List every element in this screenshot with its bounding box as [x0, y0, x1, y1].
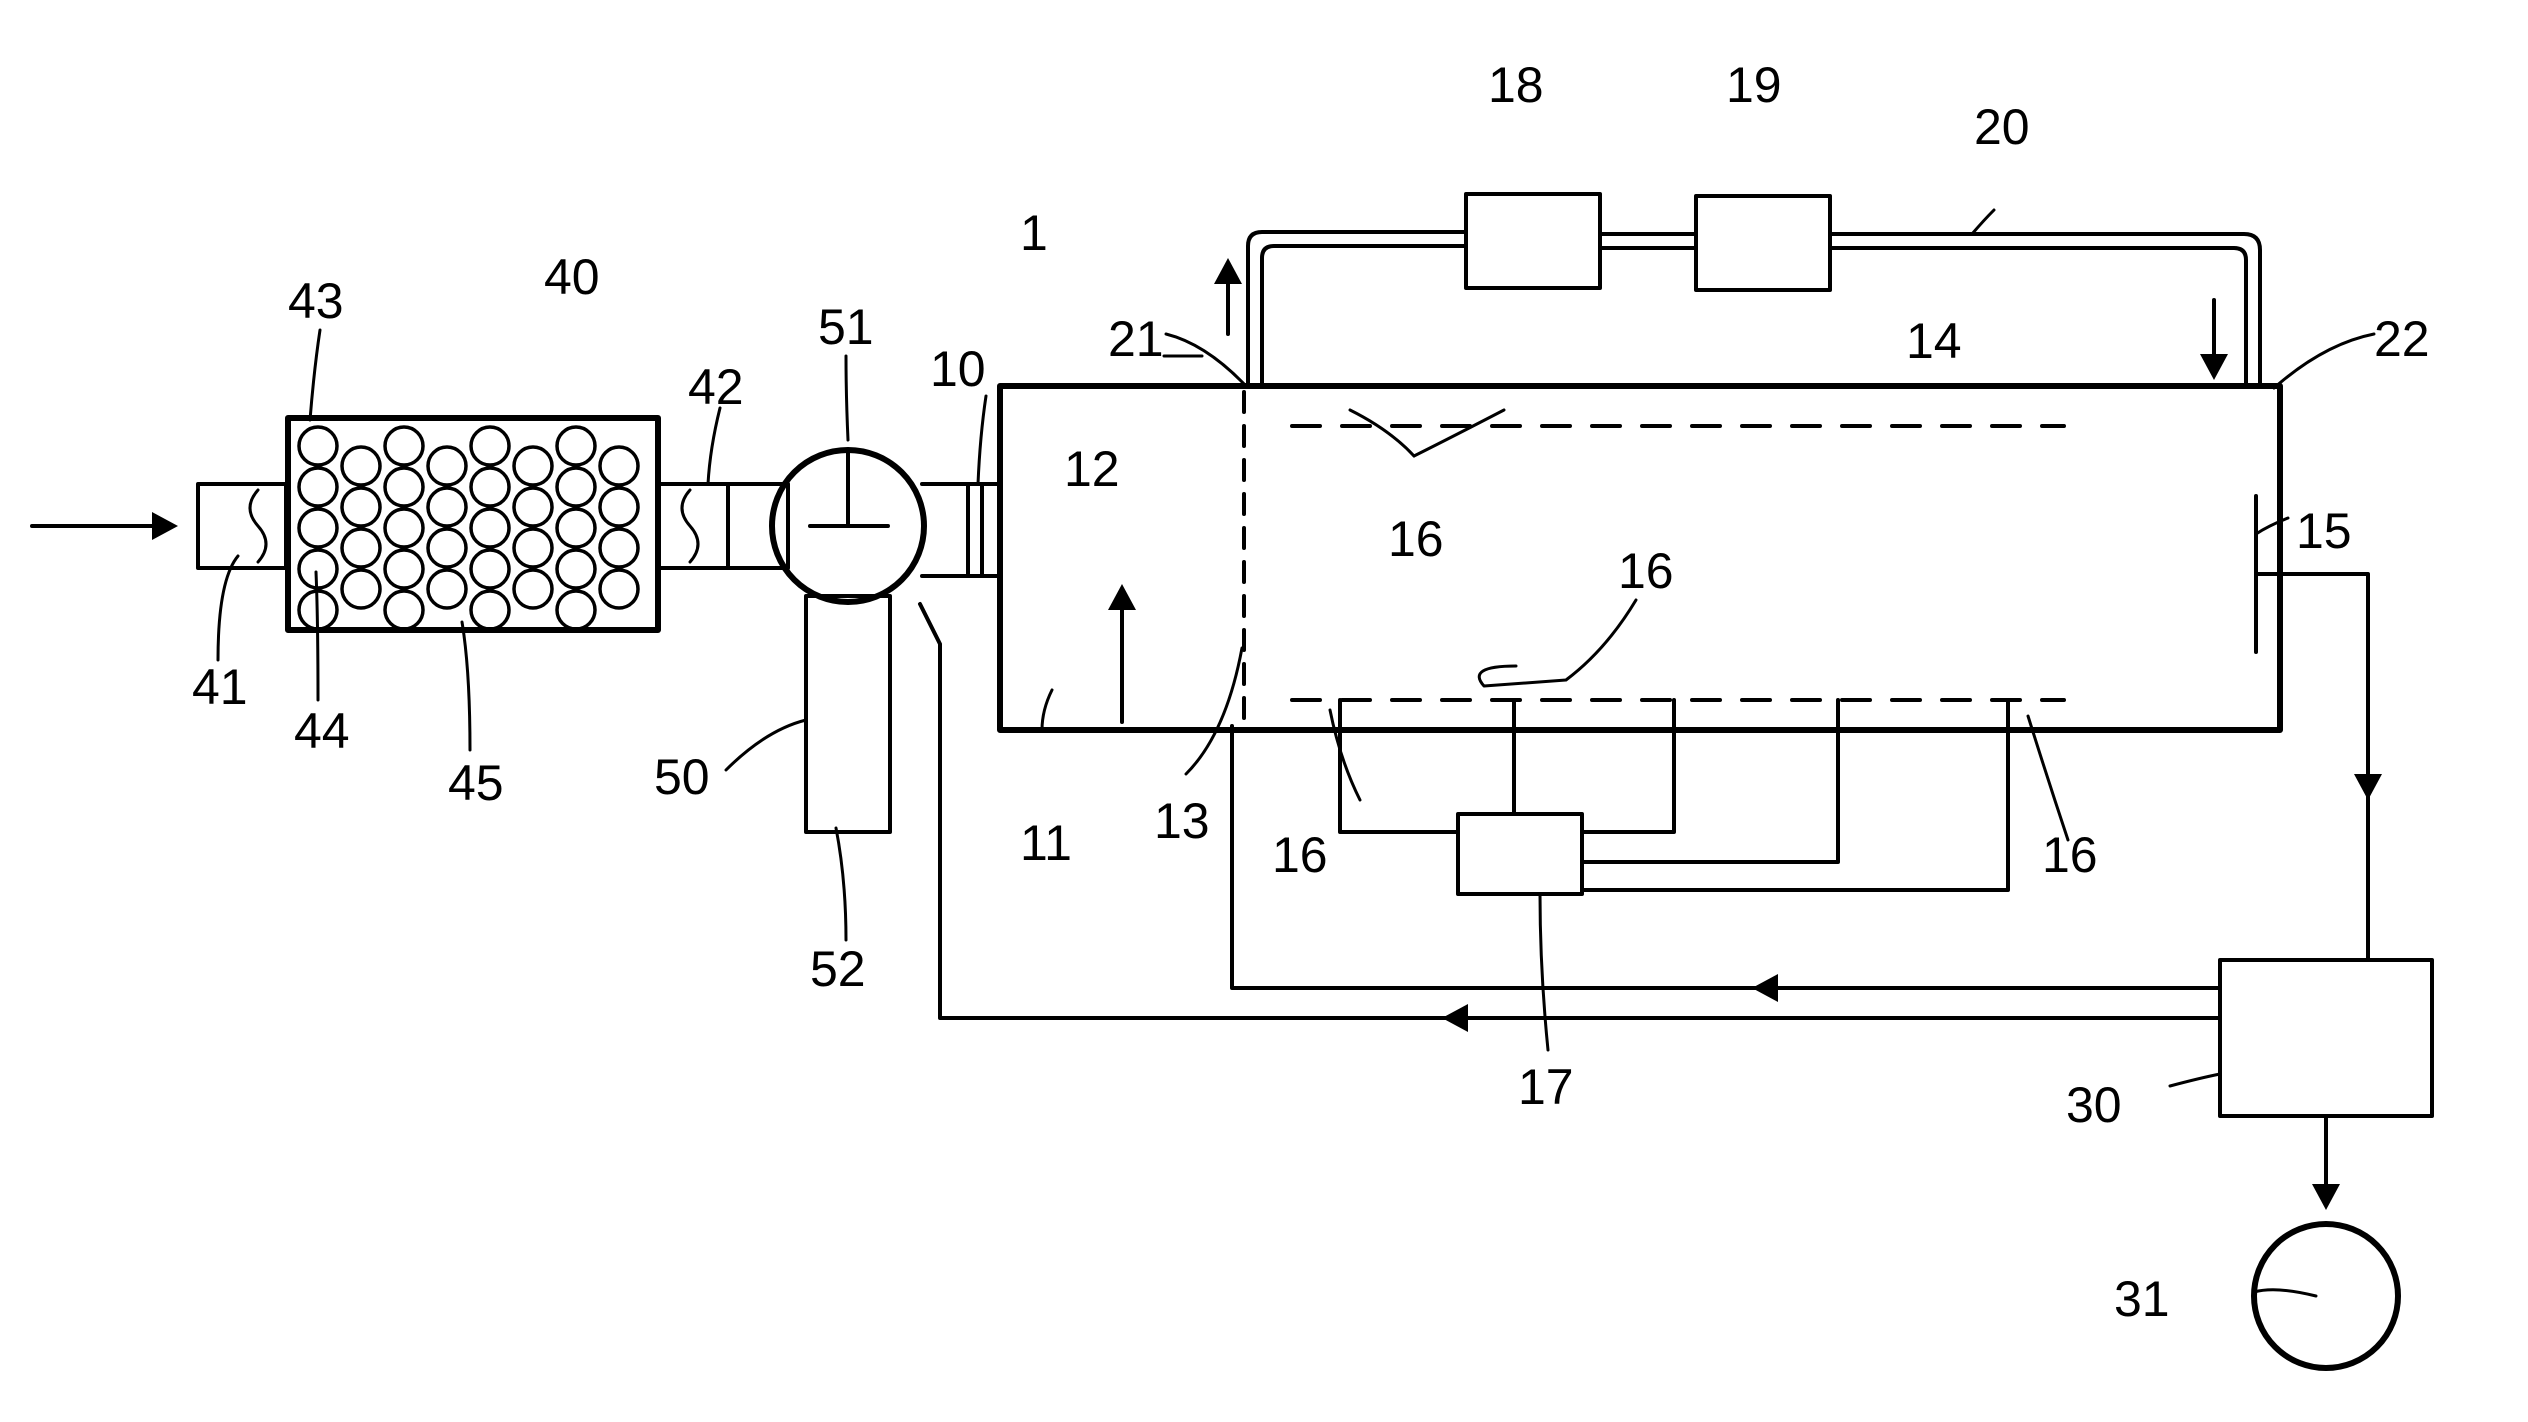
label-21: 21 — [1108, 311, 1164, 367]
packing-ball — [557, 550, 595, 588]
packing-ball — [385, 509, 423, 547]
packing-ball — [600, 447, 638, 485]
label-16d: 16 — [2042, 827, 2098, 883]
packing-ball — [342, 570, 380, 608]
packing-ball — [557, 427, 595, 465]
packing-ball — [342, 447, 380, 485]
label-11: 11 — [1020, 815, 1072, 871]
leader-lines — [218, 210, 2374, 1296]
label-10: 10 — [930, 341, 986, 397]
packing-ball — [557, 509, 595, 547]
packing-ball — [600, 488, 638, 526]
packing-ball — [428, 488, 466, 526]
packing-ball — [385, 468, 423, 506]
label-16c: 16 — [1272, 827, 1328, 883]
label-50: 50 — [654, 749, 710, 805]
label-30: 30 — [2066, 1077, 2122, 1133]
packing-ball — [471, 550, 509, 588]
label-51: 51 — [818, 299, 874, 355]
label-44: 44 — [294, 703, 350, 759]
blower-51 — [772, 450, 924, 602]
label-22: 22 — [2374, 311, 2430, 367]
packing-ball — [471, 468, 509, 506]
packed-bed-40 — [288, 418, 658, 630]
packing-ball — [385, 550, 423, 588]
packing-ball — [514, 529, 552, 567]
label-20: 20 — [1974, 99, 2030, 155]
packing-ball — [299, 427, 337, 465]
unit-30 — [2220, 960, 2432, 1116]
packing-ball — [471, 427, 509, 465]
label-43: 43 — [288, 273, 344, 329]
packing-ball — [600, 529, 638, 567]
label-52: 52 — [810, 941, 866, 997]
up-arrow-21 — [1214, 258, 1242, 334]
label-40: 40 — [544, 249, 600, 305]
packing-ball — [557, 591, 595, 629]
label-42: 42 — [688, 359, 744, 415]
label-16b: 16 — [1618, 543, 1674, 599]
packing-ball — [471, 509, 509, 547]
return-lines — [920, 604, 2220, 1032]
packing-ball — [385, 591, 423, 629]
packing-ball — [514, 447, 552, 485]
flow-arrow-12 — [1108, 584, 1136, 722]
label-18: 18 — [1488, 57, 1544, 113]
packing-ball — [385, 427, 423, 465]
packing-ball — [600, 570, 638, 608]
line-30-31 — [2254, 1116, 2398, 1368]
label-14: 14 — [1906, 313, 1962, 369]
unit-50 — [806, 596, 890, 832]
packing-ball — [514, 488, 552, 526]
label-19: 19 — [1726, 57, 1782, 113]
label-1: 1 — [1020, 205, 1048, 261]
packing-ball — [299, 550, 337, 588]
pipe-10 — [922, 484, 1000, 576]
label-31: 31 — [2114, 1271, 2170, 1327]
inlet-pipe-41 — [198, 484, 286, 568]
packing-ball — [428, 529, 466, 567]
label-17: 17 — [1518, 1059, 1574, 1115]
packing-ball — [557, 468, 595, 506]
recirculation-loop-20 — [1248, 194, 2260, 386]
packing-ball — [342, 488, 380, 526]
label-15: 15 — [2296, 503, 2352, 559]
label-12: 12 — [1064, 441, 1120, 497]
packing-balls — [299, 427, 638, 629]
packing-ball — [299, 509, 337, 547]
label-16a: 16 — [1388, 511, 1444, 567]
packing-ball — [428, 570, 466, 608]
inlet-arrow — [32, 512, 178, 540]
down-arrow-22 — [2200, 300, 2228, 380]
packing-ball — [428, 447, 466, 485]
packing-ball — [342, 529, 380, 567]
label-13: 13 — [1154, 793, 1210, 849]
packing-ball — [471, 591, 509, 629]
label-41: 41 — [192, 659, 248, 715]
label-45: 45 — [448, 755, 504, 811]
pipe-42 — [658, 484, 788, 568]
outlet-line-15 — [2256, 574, 2382, 960]
packing-ball — [299, 468, 337, 506]
packing-ball — [514, 570, 552, 608]
